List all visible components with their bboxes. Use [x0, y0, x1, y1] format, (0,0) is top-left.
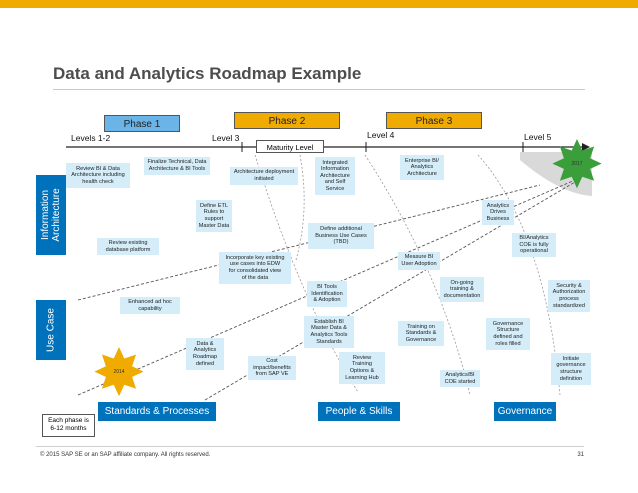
phase-1-tab: Phase 1 [104, 115, 180, 132]
level-ticks [241, 142, 524, 152]
roadmap-box-enhanced-adhoc: Enhanced ad hoc capability [120, 297, 180, 314]
roadmap-box-security-authorization: Security & Authorization process standar… [548, 280, 590, 312]
roadmap-box-initiate-governance: Initiate governance structure definition [551, 353, 591, 385]
level-axis-arrowhead [582, 143, 590, 151]
roadmap-box-roadmap-defined: Data & Analytics Roadmap defined [186, 338, 224, 370]
roadmap-box-review-database-platform: Review existing database platform [97, 238, 159, 255]
roadmap-box-incorporate-use-cases: Incorporate key existing use cases into … [219, 252, 291, 284]
level-4-label: Level 4 [367, 130, 395, 140]
roadmap-box-integrated-architecture: Integrated Information Architecture and … [315, 157, 355, 195]
level-1-2-label: Levels 1-2 [71, 133, 111, 143]
roadmap-box-review-bi-architecture: Review BI & Data Architecture including … [66, 163, 130, 188]
copyright-footer: © 2015 SAP SE or an SAP affiliate compan… [40, 452, 211, 458]
information-architecture-text: Information Architecture [40, 188, 62, 242]
phase-duration-note: Each phase is 6-12 months [42, 414, 95, 437]
use-case-text: Use Case [45, 308, 57, 352]
title-divider [53, 89, 585, 90]
roadmap-box-define-business-use-cases: Define additional Business Use Cases (TB… [308, 223, 374, 249]
page-number: 31 [577, 452, 584, 458]
roadmap-box-coe-operational: BI/Analytics COE is fully operational [512, 233, 556, 257]
roadmap-box-ongoing-training: On-going training & documentation [440, 277, 484, 302]
level-5-label: Level 5 [524, 132, 552, 142]
use-case-label: Use Case [36, 300, 66, 360]
phase-3-tab: Phase 3 [386, 112, 482, 129]
roadmap-box-cost-impact: Cost impact/benefits from SAP VE [248, 356, 296, 380]
roadmap-box-analytics-drives-business: Analytics Drives Business [482, 200, 514, 225]
standards-processes-label: Standards & Processes [98, 402, 216, 421]
roadmap-box-training-standards: Training on Standards & Governance [398, 321, 444, 346]
maturity-curves [254, 154, 561, 396]
footer-divider [36, 446, 584, 447]
roadmap-box-architecture-deployment: Architecture deployment initiated [230, 167, 298, 185]
end-star [552, 139, 602, 189]
governance-label: Governance [494, 402, 556, 421]
roadmap-box-enterprise-bi-architecture: Enterprise BI/ Analytics Architecture [400, 155, 444, 180]
end-star-year: 2017 [571, 161, 582, 167]
start-star-year: 2014 [113, 369, 124, 375]
roadmap-box-measure-adoption: Measure BI User Adoption [398, 252, 440, 270]
roadmap-box-finalize-architecture: Finalize Technical, Data Architecture & … [144, 157, 210, 175]
roadmap-box-define-etl-rules: Define ETL Rules to support Master Data [196, 200, 232, 232]
level-3-label: Level 3 [212, 133, 240, 143]
roadmap-box-review-training-options: Review Training Options & Learning Hub [339, 352, 385, 384]
people-skills-label: People & Skills [318, 402, 400, 421]
roadmap-box-governance-structure: Governance Structure defined and roles f… [486, 318, 530, 350]
maturity-level-label: Maturity Level [256, 140, 324, 153]
top-accent-bar [0, 0, 638, 8]
start-star [94, 347, 144, 397]
phase-2-tab: Phase 2 [234, 112, 340, 129]
roadmap-box-coe-started: Analytics/BI COE started [440, 370, 480, 387]
information-architecture-label: Information Architecture [36, 175, 66, 255]
page-title: Data and Analytics Roadmap Example [53, 64, 362, 83]
roadmap-box-establish-standards: Establish BI Master Data & Analytics Too… [304, 316, 354, 348]
roadmap-box-bi-tools-adoption: BI Tools Identification & Adoption [307, 281, 347, 307]
